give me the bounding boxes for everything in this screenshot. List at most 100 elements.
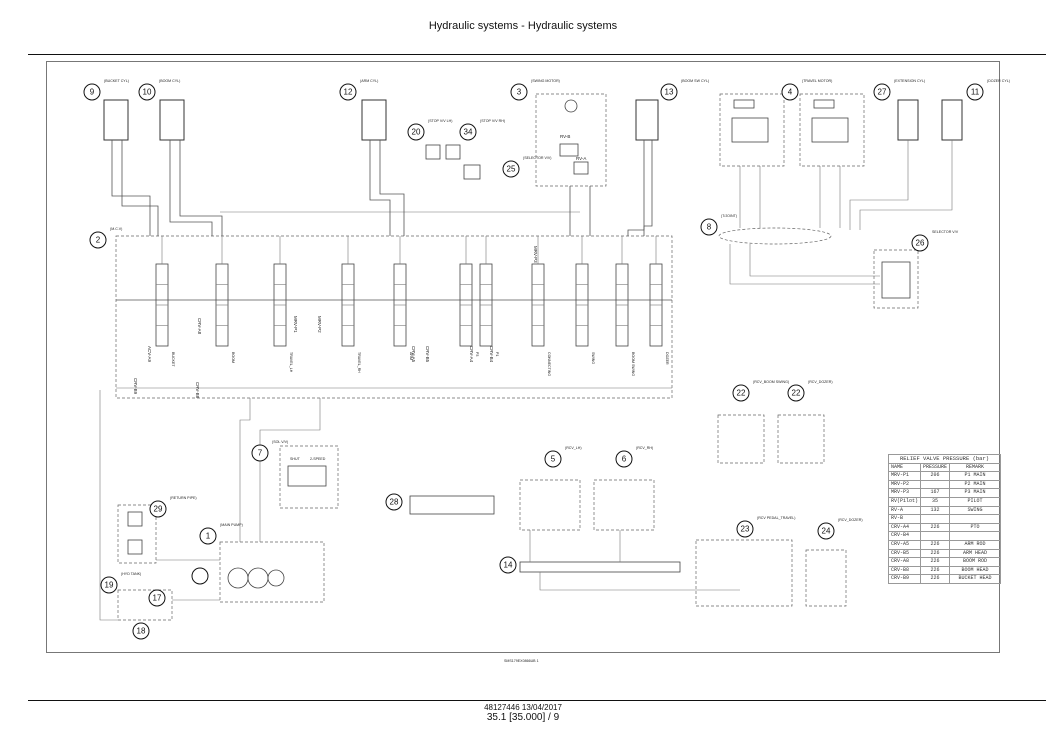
relief-name-cell: CRV-A8 bbox=[887, 557, 922, 567]
relief-pressure-cell bbox=[920, 479, 951, 490]
relief-valve-label: CRV-B9 bbox=[133, 378, 138, 395]
selector-valve-25 bbox=[463, 164, 481, 180]
bucket-feed-b bbox=[121, 140, 159, 236]
bucket-feed-a bbox=[111, 140, 151, 236]
callout-circle bbox=[787, 384, 805, 402]
callout-number: 19 bbox=[105, 581, 114, 590]
rcv-pedal-travel-box bbox=[695, 539, 793, 607]
relief-pressure-cell: 226 bbox=[920, 522, 951, 533]
callout-circle bbox=[615, 450, 633, 468]
relief-name-cell: CRV-B4 bbox=[887, 531, 922, 541]
section-label: BOOM SWING bbox=[631, 352, 635, 376]
callout-label: SELECTOR V/V bbox=[932, 230, 959, 234]
callout-number: 3 bbox=[517, 88, 522, 97]
return-cooler bbox=[127, 539, 143, 555]
relief-header-name: NAME bbox=[887, 462, 922, 473]
relief-valve-label: ACV-A9 bbox=[147, 346, 152, 363]
relief-pressure-cell: 226 bbox=[920, 574, 951, 584]
section-label: BOOM bbox=[231, 352, 235, 363]
sol-valve-block bbox=[287, 465, 327, 487]
relief-pressure-cell bbox=[920, 514, 951, 524]
rcv-boom-swing-box bbox=[717, 414, 765, 464]
callout-label: (DOZER CYL) bbox=[987, 79, 1010, 83]
callout-circle bbox=[966, 83, 984, 101]
callout-label: (SOL V/V) bbox=[272, 440, 288, 444]
relief-pressure-cell: 226 bbox=[920, 548, 951, 559]
callout-label: (EXTENSION CYL) bbox=[894, 79, 925, 83]
callout-circle bbox=[385, 493, 403, 511]
relief-name-cell: RV(Pilot) bbox=[887, 496, 922, 507]
relief-name-cell: RV-B bbox=[887, 514, 922, 524]
callout-number: 9 bbox=[90, 88, 95, 97]
dozer-cylinder bbox=[941, 99, 963, 141]
relief-name-cell: CRV-A5 bbox=[887, 539, 922, 550]
rcv-lh-box bbox=[519, 479, 581, 531]
section-label: ARM bbox=[409, 352, 413, 360]
header-rule bbox=[28, 54, 1046, 55]
callout-number: 26 bbox=[916, 239, 925, 248]
callout-number: 20 bbox=[412, 128, 421, 137]
boom-feed-a bbox=[169, 140, 213, 236]
section-label: TRAVEL_LH bbox=[289, 352, 293, 373]
callout-circle bbox=[407, 123, 425, 141]
rcv-rh-box bbox=[593, 479, 655, 531]
pump-1 bbox=[227, 567, 249, 589]
extension-cylinder bbox=[897, 99, 919, 141]
rcv-dozer-box bbox=[777, 414, 825, 464]
relief-remark-cell: PTO bbox=[949, 522, 1002, 533]
manifold-28 bbox=[409, 495, 495, 515]
relief-table-title: RELIEF VALVE PRESSURE (bar) bbox=[887, 454, 1002, 464]
engine-symbol bbox=[191, 567, 209, 585]
hyd-tank-box bbox=[117, 589, 173, 621]
callout-label: (RCV_RH) bbox=[636, 446, 653, 450]
callout-circle bbox=[911, 234, 929, 252]
relief-remark-cell bbox=[949, 531, 1002, 541]
travel-lh-valve bbox=[731, 117, 769, 143]
pump-2 bbox=[247, 567, 269, 589]
callout-number: 2 bbox=[96, 236, 101, 245]
diagram-frame bbox=[46, 61, 1000, 653]
pilot-manifold bbox=[519, 561, 681, 573]
section-label: SWING bbox=[591, 352, 595, 364]
callout-circle bbox=[660, 83, 678, 101]
relief-pressure-cell: 132 bbox=[920, 505, 951, 516]
selector-valve-26-box bbox=[873, 249, 919, 309]
callout-label: (MAIN PUMP) bbox=[220, 523, 243, 527]
main-pump-box bbox=[219, 541, 325, 603]
callout-number: 5 bbox=[551, 455, 556, 464]
arm-cylinder bbox=[361, 99, 387, 141]
callout-label: (RCV_DOZER) bbox=[838, 518, 863, 522]
callout-number: 11 bbox=[971, 88, 980, 97]
callout-label: (ARM CYL) bbox=[360, 79, 378, 83]
callout-circle bbox=[100, 576, 118, 594]
callout-number: 27 bbox=[878, 88, 887, 97]
relief-remark-cell: P3 MAIN bbox=[949, 488, 1002, 498]
callout-circle bbox=[459, 123, 477, 141]
sheet-reference: SMS179EX0866UB 1 bbox=[504, 659, 539, 663]
callout-number: 28 bbox=[390, 498, 399, 507]
relief-valve-label: CRV-A8 bbox=[197, 318, 202, 335]
callout-number: 17 bbox=[153, 594, 162, 603]
callout-circle bbox=[502, 160, 520, 178]
relief-remark-cell: PILOT bbox=[949, 496, 1002, 507]
callout-circle bbox=[781, 83, 799, 101]
callout-number: 22 bbox=[737, 389, 746, 398]
callout-label: (RCV_BOOM SWING) bbox=[753, 380, 789, 384]
boomsw-feed-a bbox=[627, 140, 645, 236]
callout-label: (T/JOINT) bbox=[721, 214, 737, 218]
relief-valve-label: MRV-P2 bbox=[317, 316, 322, 333]
callout-number: 13 bbox=[665, 88, 674, 97]
selector-valve-26 bbox=[881, 261, 911, 299]
callout-label: (BUCKET CYL) bbox=[104, 79, 129, 83]
tank-return-line bbox=[99, 390, 118, 621]
relief-valve-label: CRV-B5 bbox=[425, 346, 430, 363]
callout-number: 18 bbox=[137, 627, 146, 636]
callout-number: 1 bbox=[206, 532, 211, 541]
turning-joint bbox=[718, 227, 832, 245]
